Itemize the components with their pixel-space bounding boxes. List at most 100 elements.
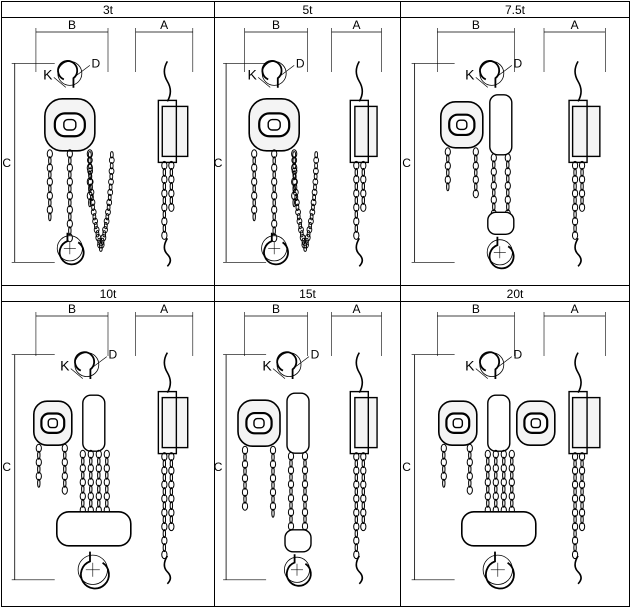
chain-link: [88, 162, 92, 170]
dimension-label: D: [92, 56, 101, 70]
chain-link: [500, 449, 507, 459]
chain-link: [272, 170, 276, 180]
chain-link: [446, 182, 450, 192]
side-load-chain: [353, 452, 360, 560]
chain-link: [472, 147, 479, 157]
chain-link: [360, 188, 367, 198]
chain-link: [474, 168, 478, 178]
chain-link: [46, 205, 53, 215]
chain-link: [269, 487, 277, 497]
chain-link: [168, 174, 175, 184]
dimension-label: A: [353, 302, 361, 316]
chain-link: [100, 234, 107, 242]
chain-link: [303, 241, 309, 249]
leader-line: [90, 356, 108, 369]
chain-link: [169, 167, 174, 177]
chain-link: [103, 463, 110, 473]
bottom-block: [487, 211, 515, 236]
chain-link: [474, 182, 478, 192]
side-top-hook: [574, 60, 582, 102]
side-view: [568, 60, 601, 267]
chain-link: [68, 184, 72, 194]
chain-link: [360, 508, 367, 518]
chain-link: [87, 477, 94, 487]
chain-link: [292, 178, 298, 186]
hook-shape: [263, 232, 289, 266]
chain-link: [306, 230, 311, 238]
chain-link: [66, 191, 73, 201]
chain-link: [168, 202, 175, 212]
chain-link: [87, 156, 93, 164]
chain-link: [287, 465, 295, 475]
chain-link: [442, 478, 446, 488]
side-frame: [568, 99, 588, 164]
chain-link: [494, 456, 498, 466]
chain-link: [272, 198, 276, 208]
chain-link: [306, 226, 313, 234]
dimension-label: C: [215, 156, 223, 170]
chain-link: [580, 181, 584, 191]
side-bottom-hook: [574, 237, 582, 267]
chain-link: [168, 160, 175, 170]
load-chain: [66, 149, 73, 243]
chain-link: [241, 473, 249, 483]
chain-link: [492, 188, 496, 198]
dimension-label: K: [43, 66, 53, 82]
top-hook: [479, 60, 505, 88]
chain-link: [571, 480, 579, 490]
chain-link: [506, 160, 510, 170]
chain-link: [287, 507, 295, 517]
chain-link: [361, 473, 366, 483]
chain-link: [35, 471, 42, 481]
side-view: [157, 60, 189, 267]
chain-link: [508, 491, 515, 501]
bottom-hook: [261, 232, 289, 266]
chain-link: [444, 161, 451, 171]
chain-link: [573, 543, 577, 553]
chain-link: [66, 149, 73, 159]
load-chain-fall: [103, 449, 110, 515]
chain-link: [440, 471, 447, 481]
chain-link: [353, 550, 360, 560]
load-chain-fall: [492, 449, 499, 515]
gear-housing-front-right: [516, 400, 556, 446]
bottom-hook: [56, 232, 85, 266]
chain-link: [108, 183, 113, 191]
chain-link: [95, 449, 102, 459]
top-hook-shape: [479, 351, 500, 379]
top-hook-radius-circle: [261, 61, 287, 86]
panel-title: 7.5t: [504, 2, 525, 17]
side-hand-chain: [578, 452, 586, 532]
side-frame: [157, 390, 178, 455]
chain-link: [440, 443, 447, 453]
chain-link: [162, 473, 167, 483]
chain-link: [353, 452, 360, 462]
leader-line: [292, 356, 310, 369]
chain-link: [105, 456, 109, 466]
hand-chain-left: [35, 443, 42, 488]
chain-link: [361, 195, 366, 205]
chain-link: [580, 487, 584, 497]
chain-link: [303, 514, 307, 524]
side-load-chain: [353, 160, 360, 240]
chain-link: [161, 202, 168, 212]
hand-chain-loop: [291, 151, 320, 252]
chain-link: [107, 193, 112, 202]
chain-link: [272, 226, 276, 236]
chain-link: [161, 522, 168, 532]
chain-link: [305, 237, 309, 246]
chain-link: [506, 202, 510, 212]
side-frame: [157, 99, 178, 164]
chain-link: [88, 172, 93, 181]
top-hook-shape: [261, 60, 283, 88]
drive-hub: [47, 418, 59, 429]
side-hand-chain: [360, 452, 367, 532]
dimension-label: K: [262, 358, 272, 374]
gear-housing-front: [32, 400, 73, 446]
chain-link: [474, 154, 478, 164]
chain-link: [79, 449, 86, 459]
side-top-hook: [355, 60, 364, 102]
chain-link: [168, 480, 175, 490]
leader-line: [272, 368, 286, 379]
chain-link: [162, 181, 167, 191]
